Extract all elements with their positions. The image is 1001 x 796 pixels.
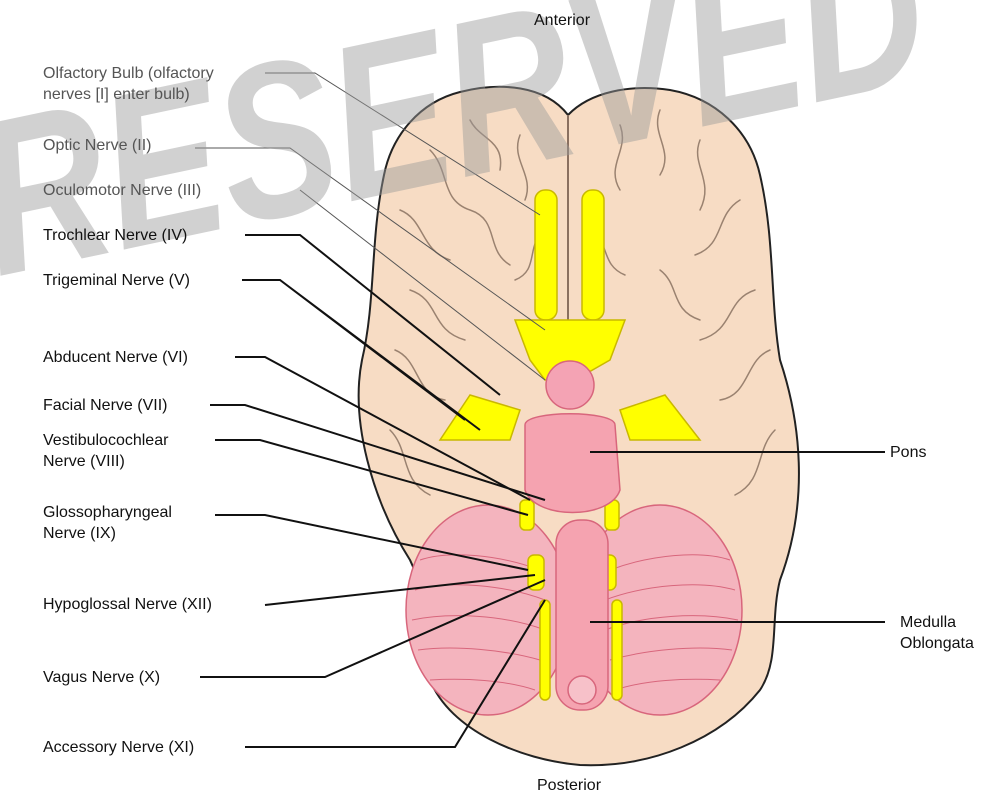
label-facial: Facial Nerve (VII) (43, 395, 167, 416)
label-glossopharyngeal: Glossopharyngeal Nerve (IX) (43, 502, 213, 544)
label-vagus: Vagus Nerve (X) (43, 667, 160, 688)
pituitary-region (546, 361, 594, 409)
label-vestibulocochlear: Vestibulocochlear Nerve (VIII) (43, 430, 208, 472)
label-oculomotor: Oculomotor Nerve (III) (43, 180, 201, 201)
label-optic: Optic Nerve (II) (43, 135, 151, 156)
accessory-left (540, 600, 550, 700)
posterior-label: Posterior (537, 775, 601, 796)
label-trochlear: Trochlear Nerve (IV) (43, 225, 187, 246)
label-olfactory: Olfactory Bulb (olfactory nerves [I] ent… (43, 63, 263, 105)
olfactory-bulb-right (582, 190, 604, 320)
label-hypoglossal: Hypoglossal Nerve (XII) (43, 594, 212, 615)
anterior-label: Anterior (534, 10, 590, 31)
spinal-canal (568, 676, 596, 704)
label-trigeminal: Trigeminal Nerve (V) (43, 270, 190, 291)
label-accessory: Accessory Nerve (XI) (43, 737, 194, 758)
label-pons: Pons (890, 442, 926, 463)
accessory-right (612, 600, 622, 700)
label-abducent: Abducent Nerve (VI) (43, 347, 188, 368)
label-medulla: Medulla Oblongata (900, 612, 995, 654)
